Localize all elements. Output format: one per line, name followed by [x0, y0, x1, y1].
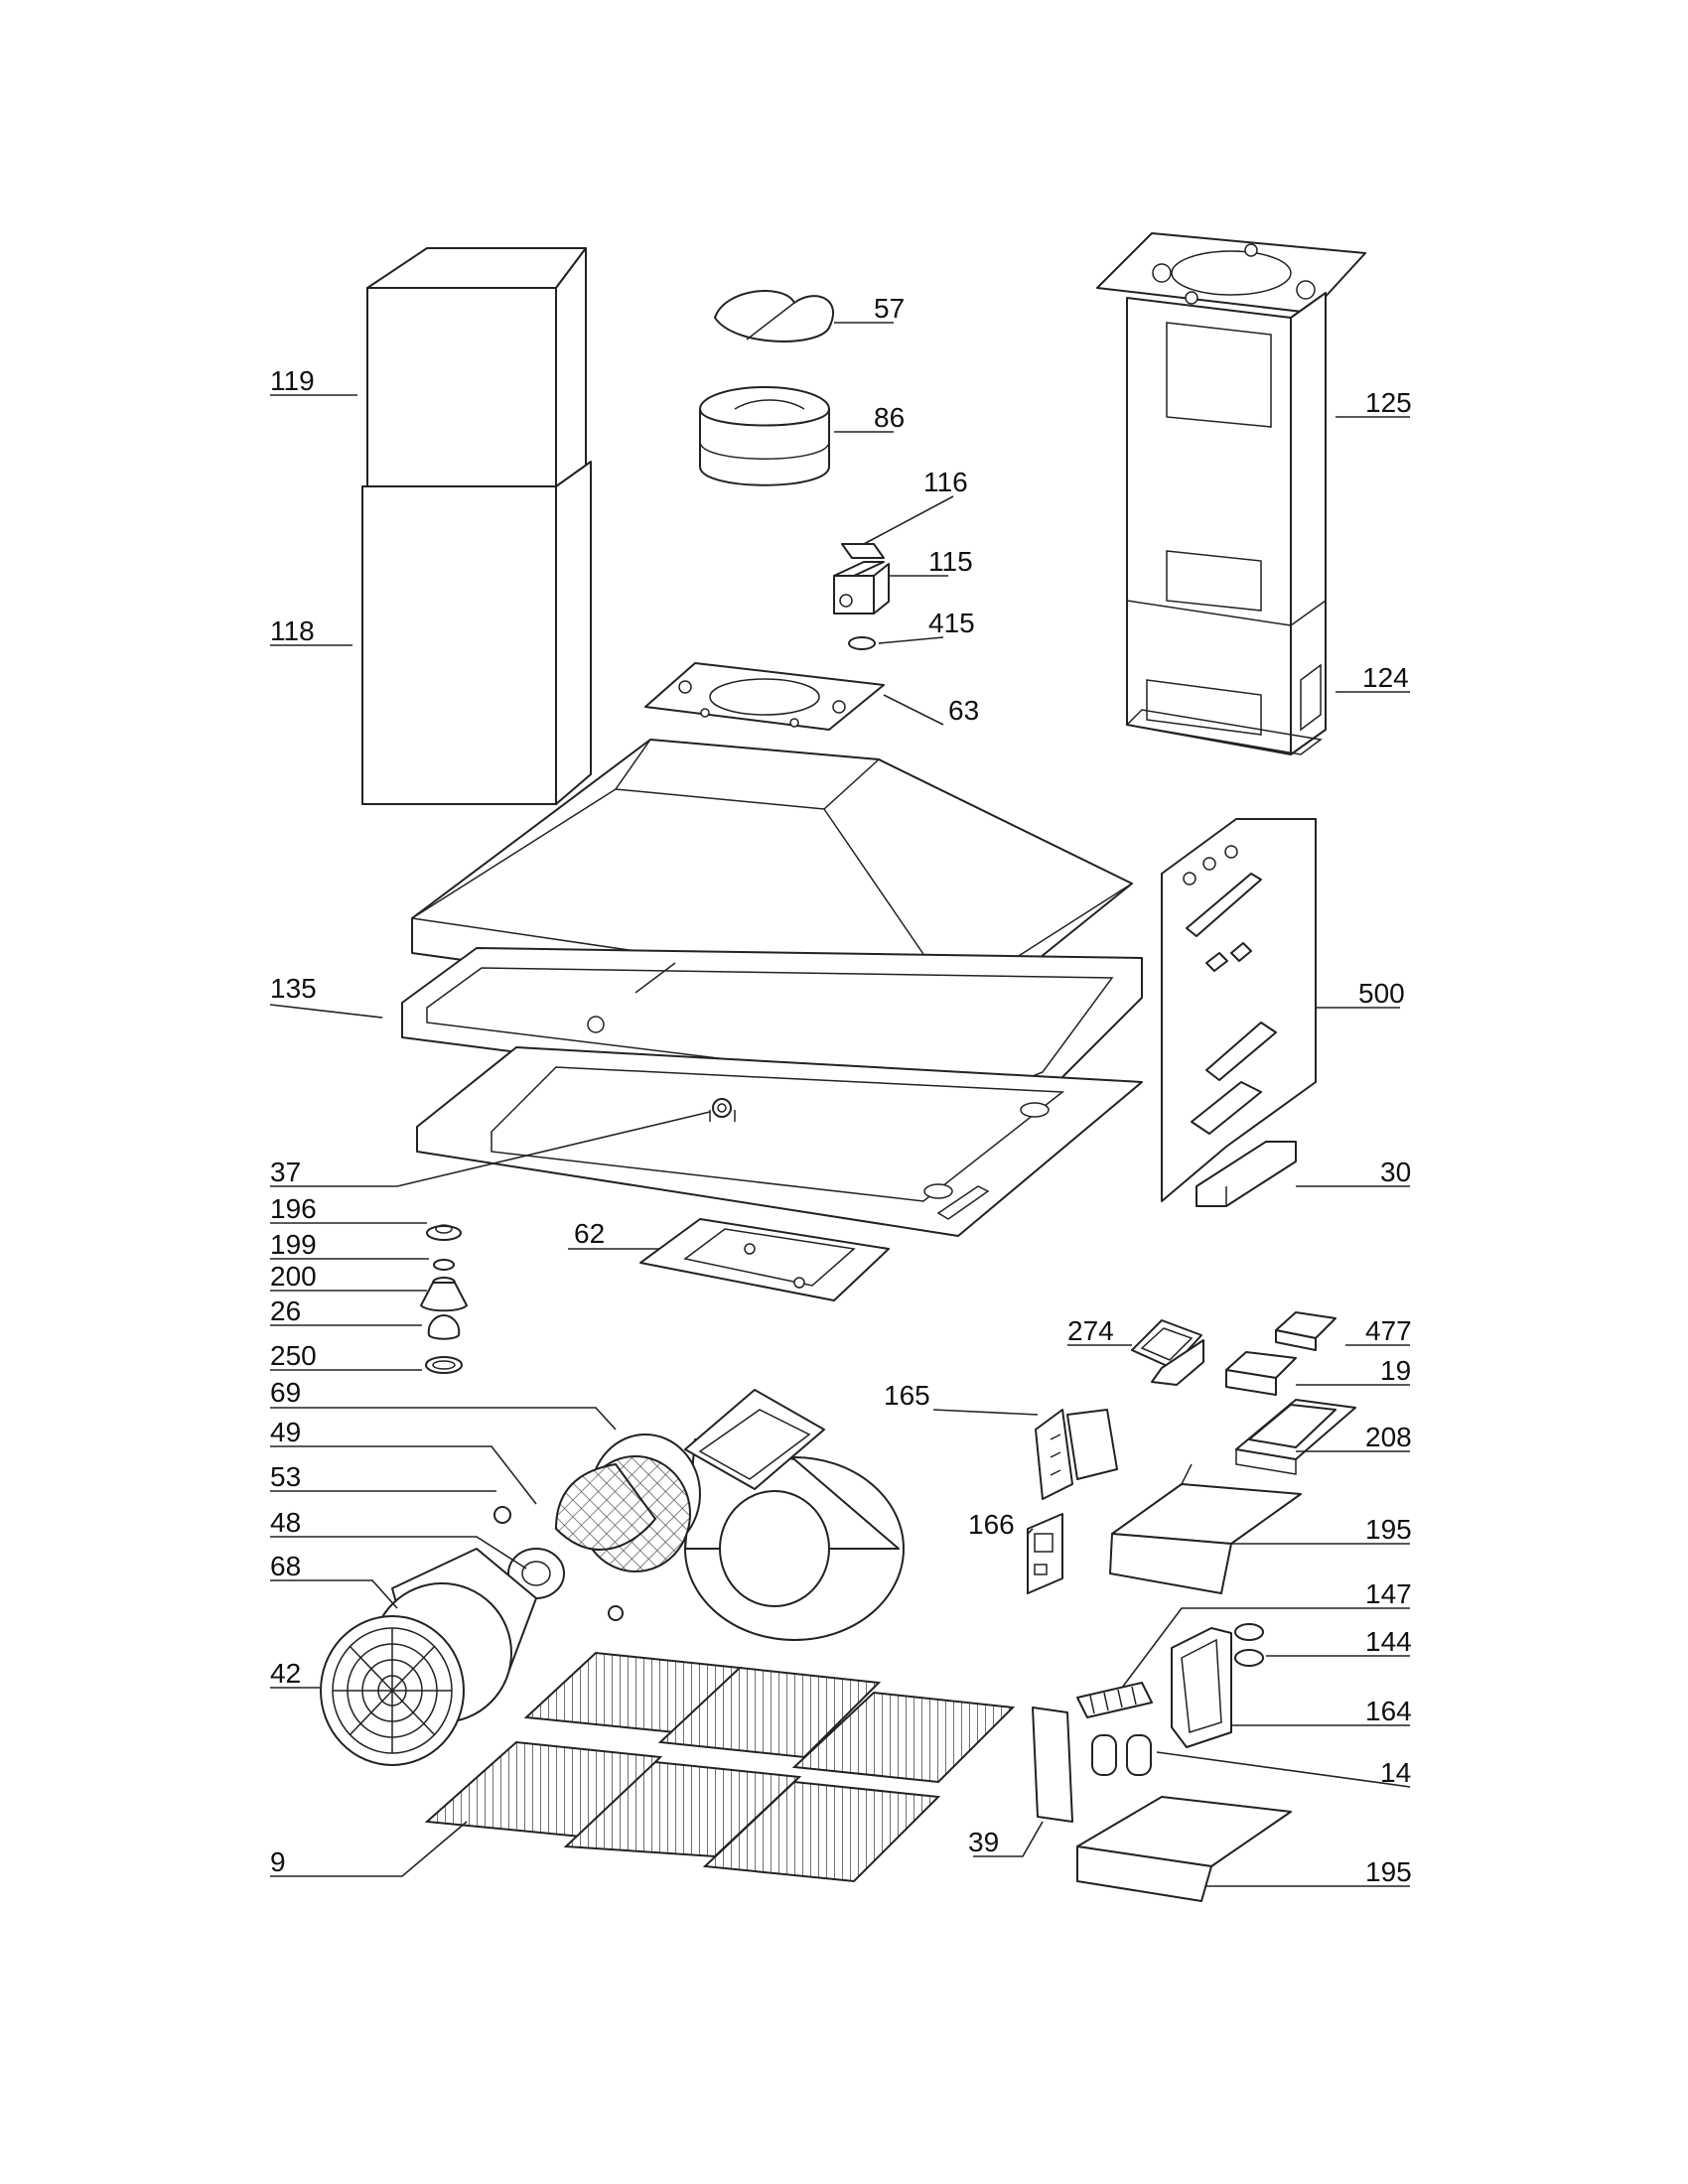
label-53: 53	[270, 1461, 301, 1492]
lamp-ring	[425, 1356, 463, 1374]
label-68: 68	[270, 1551, 301, 1581]
label-26: 26	[270, 1296, 301, 1326]
control-panel-kit	[1161, 818, 1317, 1202]
grease-filter-3	[791, 1691, 1016, 1784]
lamp-clip	[433, 1259, 455, 1271]
chimney-cover-lower	[361, 461, 592, 805]
lamp-cover	[426, 1224, 462, 1241]
blower-wheel	[554, 1455, 691, 1572]
terminal-block	[1076, 1682, 1153, 1718]
bottom-panel	[416, 1046, 1143, 1237]
label-135: 135	[270, 973, 317, 1004]
label-500: 500	[1358, 978, 1405, 1009]
backdraft-flap	[714, 290, 835, 342]
duct-connector-ring	[699, 386, 830, 486]
electronic-module	[1131, 1319, 1204, 1386]
nut-lower	[608, 1605, 624, 1621]
cable-clip	[1275, 1311, 1336, 1351]
transformer	[1235, 1399, 1356, 1475]
label-63: 63	[948, 695, 979, 726]
grease-filter-2	[657, 1666, 882, 1759]
halogen-bulb	[427, 1314, 461, 1340]
label-118: 118	[270, 615, 315, 646]
label-166: 166	[968, 1509, 1015, 1540]
control-board	[1032, 1706, 1073, 1823]
label-30: 30	[1380, 1157, 1411, 1187]
label-14: 14	[1380, 1757, 1411, 1788]
label-195-upper: 195	[1365, 1514, 1412, 1545]
label-415: 415	[928, 608, 975, 638]
capacitors	[1091, 1734, 1152, 1776]
switch-plate	[1027, 1513, 1063, 1594]
label-208: 208	[1365, 1422, 1412, 1452]
label-37: 37	[270, 1157, 301, 1187]
motor-inlet-grille	[320, 1615, 465, 1766]
label-165: 165	[884, 1380, 930, 1411]
label-69: 69	[270, 1377, 301, 1408]
capacitor-housing	[1171, 1627, 1232, 1748]
inner-chimney-frame	[1096, 232, 1366, 755]
label-196: 196	[270, 1193, 317, 1224]
label-49: 49	[270, 1417, 301, 1447]
grommet-pair	[1234, 1623, 1264, 1667]
nut	[493, 1506, 511, 1524]
label-147: 147	[1365, 1578, 1412, 1609]
o-ring	[848, 636, 876, 650]
label-195-lower: 195	[1365, 1856, 1412, 1887]
control-housing	[1196, 1141, 1297, 1207]
label-164: 164	[1365, 1696, 1412, 1726]
label-200: 200	[270, 1261, 317, 1292]
label-125: 125	[1365, 387, 1412, 418]
grease-filter-6	[702, 1780, 941, 1883]
label-144: 144	[1365, 1626, 1412, 1657]
motor-mount-plate	[639, 1218, 890, 1301]
label-116: 116	[923, 467, 968, 497]
label-477: 477	[1365, 1315, 1412, 1346]
label-57: 57	[874, 293, 905, 324]
leader-lines	[269, 322, 1411, 1887]
label-19: 19	[1380, 1355, 1411, 1386]
label-119: 119	[270, 365, 315, 396]
label-62: 62	[574, 1218, 605, 1249]
label-9: 9	[270, 1846, 286, 1877]
label-42: 42	[270, 1658, 301, 1689]
label-86: 86	[874, 402, 905, 433]
label-124: 124	[1362, 662, 1409, 693]
top-mounting-plate	[644, 662, 885, 731]
label-39: 39	[968, 1827, 999, 1857]
lamp-holder	[420, 1277, 468, 1312]
wiring-box	[833, 543, 890, 614]
label-274: 274	[1067, 1315, 1114, 1346]
label-48: 48	[270, 1507, 301, 1538]
wiring-tray-upper	[1109, 1463, 1302, 1594]
label-115: 115	[928, 546, 973, 577]
connector-cover	[1225, 1351, 1297, 1396]
blower-housing	[590, 1389, 905, 1641]
grease-filter-5	[563, 1760, 802, 1858]
terminal-bracket	[1035, 1409, 1118, 1500]
label-199: 199	[270, 1229, 317, 1260]
wiring-tray-lower	[1076, 1796, 1292, 1902]
label-250: 250	[270, 1340, 317, 1371]
